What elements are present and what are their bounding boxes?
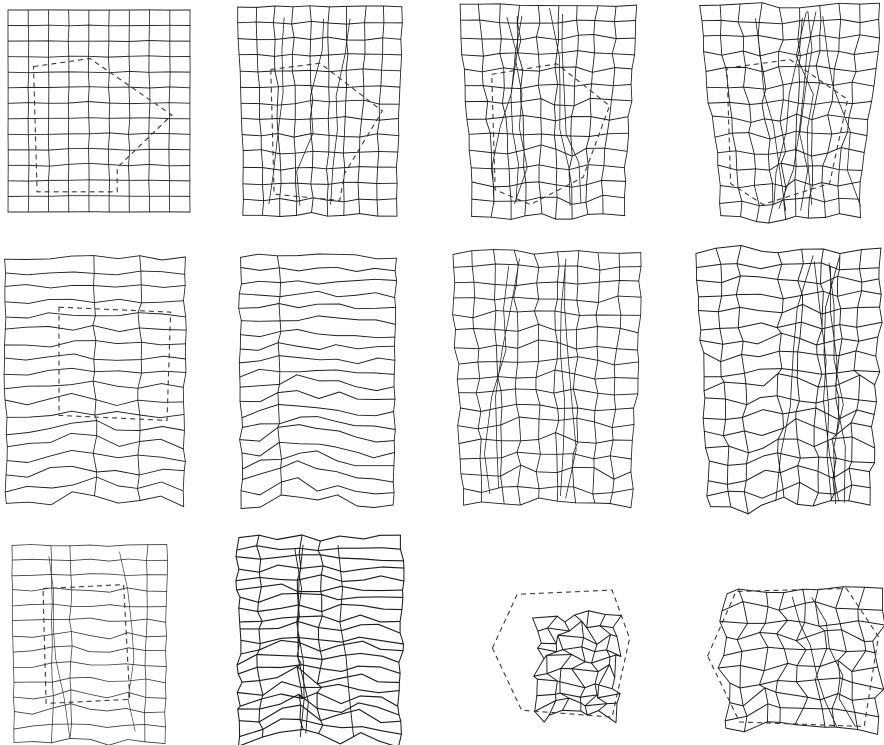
- panel-3-3: [488, 586, 634, 724]
- panel-2-3: [452, 249, 642, 509]
- panel-2-1-mesh: [3, 255, 187, 508]
- panel-1-3: [459, 3, 638, 220]
- panel-3-4-mesh: [706, 586, 884, 735]
- panel-1-4-mesh: [699, 2, 880, 224]
- panel-1-4: [699, 2, 880, 224]
- panel-3-4: [704, 584, 884, 735]
- panel-1-2: [237, 5, 403, 217]
- panel-2-2-mesh: [238, 253, 398, 509]
- panel-1-2-mesh: [237, 5, 403, 217]
- panel-2-3-mesh: [452, 249, 642, 509]
- panel-3-3-mesh: [491, 589, 631, 724]
- panel-1-1-mesh: [7, 9, 191, 213]
- panel-2-1: [3, 255, 187, 508]
- panel-2-4-mesh: [695, 245, 883, 515]
- panel-2-2: [238, 253, 398, 509]
- panel-3-1-mesh: [11, 544, 169, 745]
- panel-3-2-mesh: [235, 534, 405, 745]
- panel-1-1: [7, 9, 191, 213]
- panel-1-3-mesh: [459, 3, 638, 220]
- panel-2-4: [695, 245, 883, 515]
- panel-3-1: [11, 544, 169, 745]
- panel-3-2: [235, 534, 405, 745]
